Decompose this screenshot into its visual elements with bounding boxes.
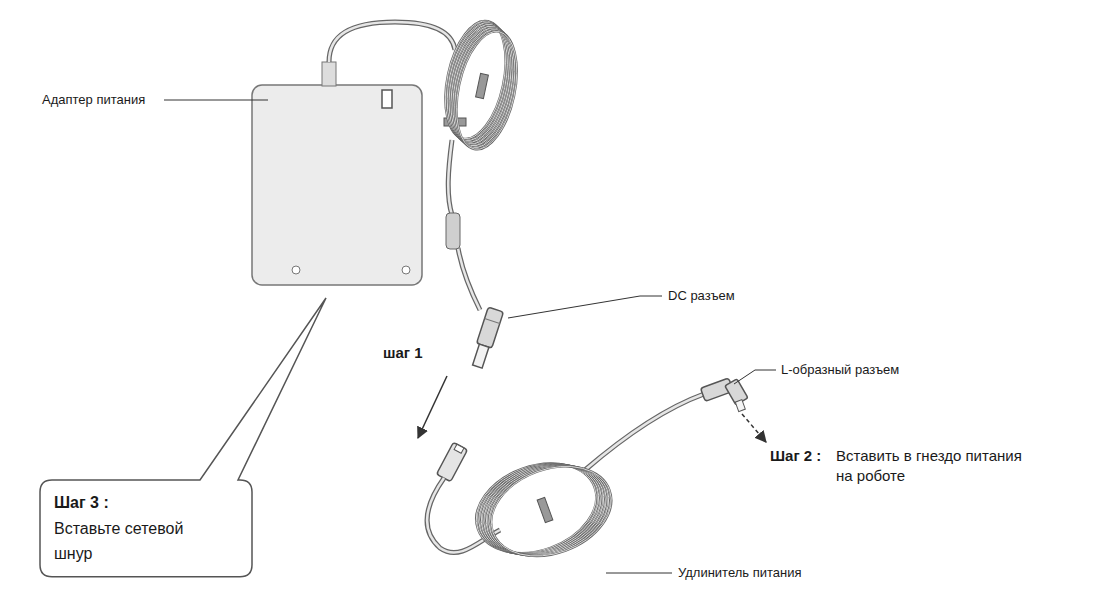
step-arrow [742, 414, 766, 442]
leader-lines [164, 100, 776, 573]
callout-bubble: Шаг 3 :Вставьте сетевой шнур [40, 480, 252, 577]
power-adapter [252, 62, 422, 285]
step-text: Вставьте сетевой шнур [54, 516, 204, 567]
step-arrow [418, 376, 447, 438]
step-text: Вставить в гнездо питания на роботе [836, 446, 1026, 487]
extension-cable [427, 394, 704, 553]
extension-socket [436, 442, 467, 481]
dc-connector [470, 307, 504, 369]
step-heading: Шаг 3 : [54, 490, 204, 516]
step-label: шаг 1 [383, 343, 423, 363]
cable-coil [464, 448, 624, 572]
callout-outline [40, 298, 326, 577]
step-label: Шаг 2 : [770, 446, 821, 466]
part-label: Адаптер питания [42, 91, 145, 109]
part-label: L-образный разъем [781, 361, 899, 379]
cable-coil [436, 15, 527, 155]
l-connector [700, 374, 751, 421]
part-label: DC разъем [668, 287, 735, 305]
part-label: Удлинитель питания [678, 564, 802, 582]
